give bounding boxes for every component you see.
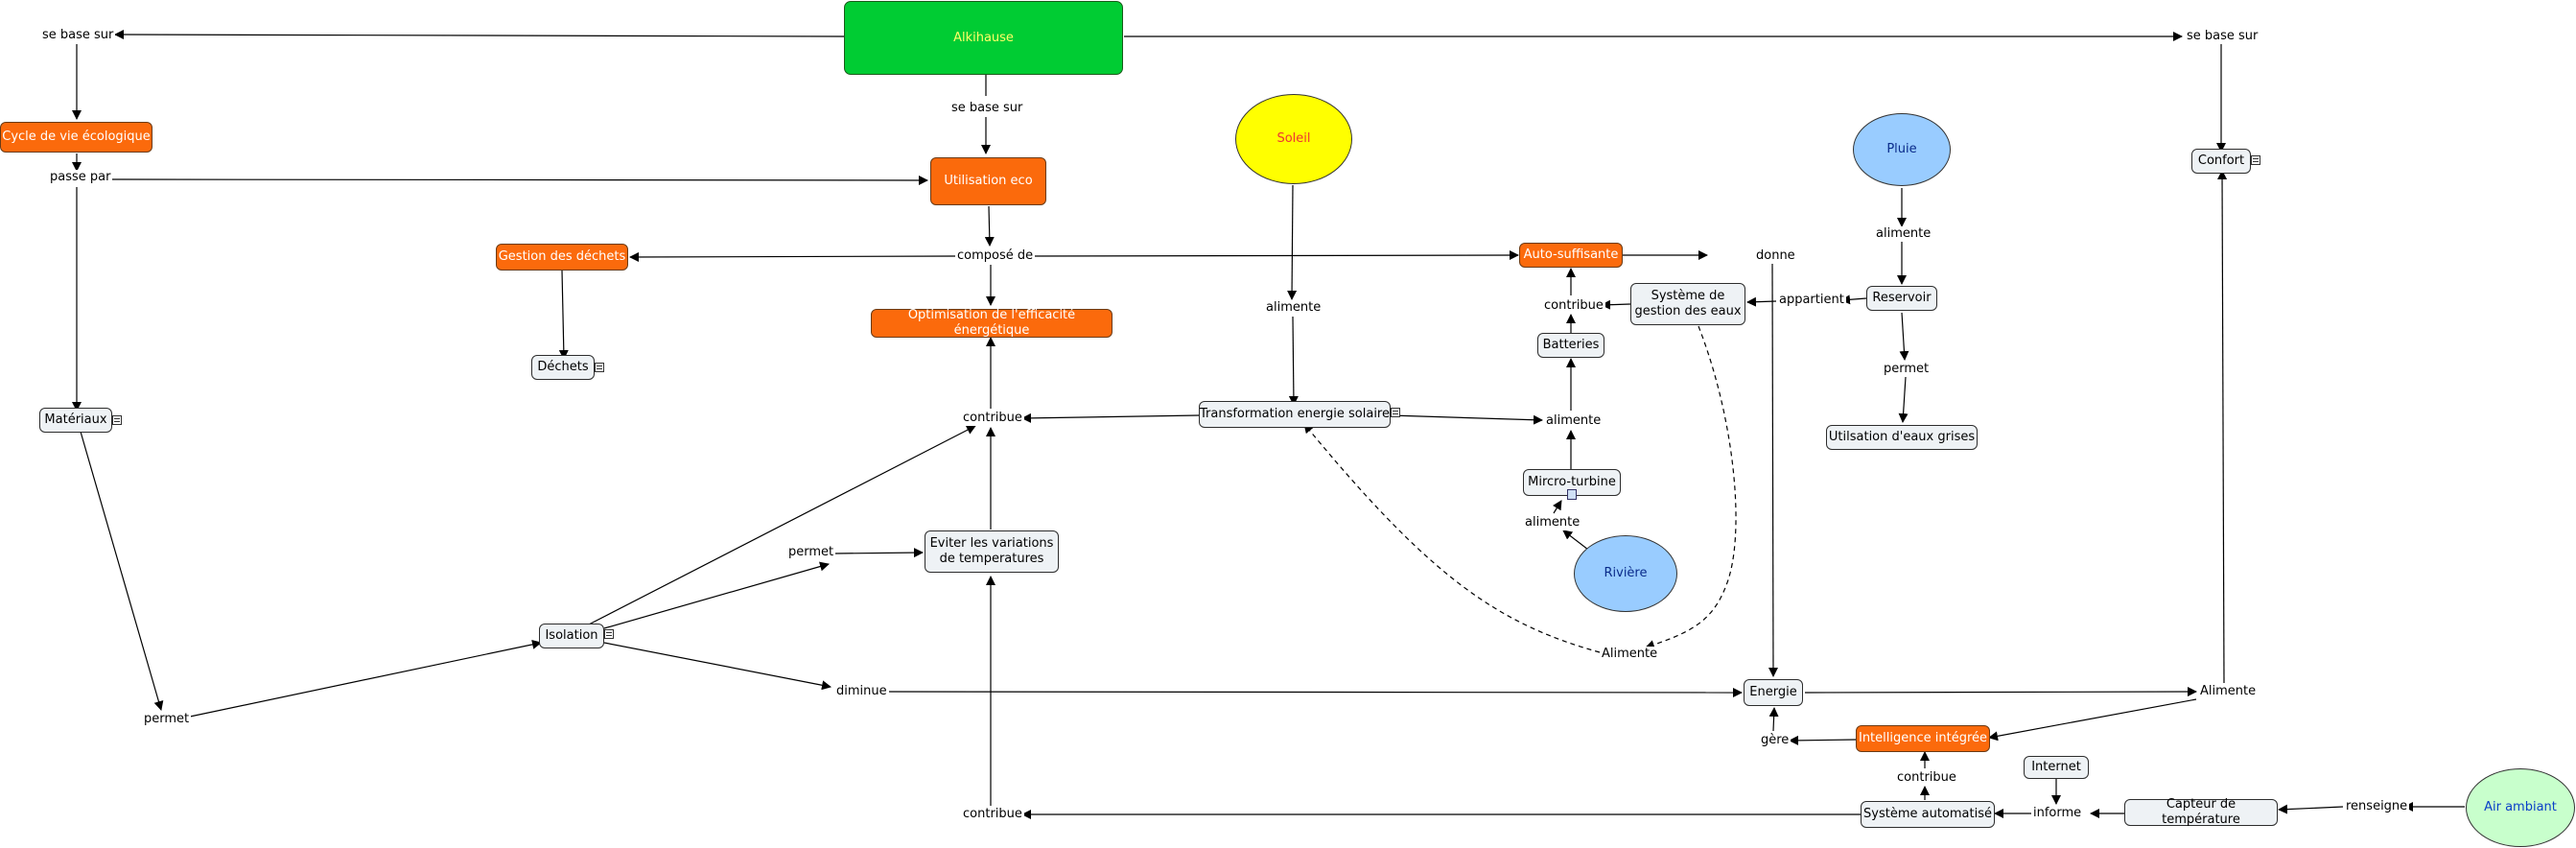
link-diminue[interactable]: diminue: [834, 684, 889, 699]
link-alimente-dashed[interactable]: Alimente: [1600, 647, 1660, 662]
link-contribue[interactable]: contribue: [961, 411, 1024, 426]
link-informe[interactable]: informe: [2031, 806, 2084, 821]
concept-pluie[interactable]: Pluie: [1853, 113, 1951, 186]
concept-transformation-solaire[interactable]: Transformation energie solaire: [1199, 401, 1391, 428]
link-alimente[interactable]: alimente: [1874, 226, 1933, 242]
link-appartient[interactable]: appartient: [1777, 293, 1846, 308]
concept-batteries[interactable]: Batteries: [1537, 333, 1604, 358]
link-alimente[interactable]: alimente: [1523, 515, 1582, 530]
concept-optimisation[interactable]: Optimisation de l'efficacité énergétique: [871, 308, 1112, 338]
link-alimente[interactable]: alimente: [1264, 300, 1323, 316]
document-icon[interactable]: [1567, 489, 1577, 500]
link-gere[interactable]: gère: [1759, 733, 1791, 748]
expand-icon[interactable]: [112, 415, 122, 425]
concept-confort[interactable]: Confort: [2191, 149, 2251, 174]
concept-air-ambiant[interactable]: Air ambiant: [2466, 768, 2575, 847]
link-permet[interactable]: permet: [786, 545, 836, 560]
concept-capteur-temperature[interactable]: Capteur de température: [2124, 797, 2278, 827]
expand-icon[interactable]: [2251, 155, 2260, 165]
concept-utilisation-eco[interactable]: Utilisation eco: [930, 157, 1046, 205]
link-se-base-sur[interactable]: se base sur: [40, 28, 116, 43]
concept-gestion-dechets[interactable]: Gestion des déchets: [496, 244, 628, 271]
link-permet[interactable]: permet: [1882, 362, 1932, 377]
link-permet[interactable]: permet: [142, 712, 192, 727]
link-contribue[interactable]: contribue: [1542, 298, 1605, 314]
concept-cycle-de-vie[interactable]: Cycle de vie écologique: [0, 122, 152, 153]
link-se-base-sur[interactable]: se base sur: [2185, 29, 2260, 44]
link-contribue[interactable]: contribue: [1895, 770, 1958, 786]
concept-isolation[interactable]: Isolation: [539, 624, 604, 648]
concept-soleil[interactable]: Soleil: [1235, 94, 1352, 184]
link-renseigne[interactable]: renseigne: [2344, 799, 2410, 814]
concept-systeme-gestion-eaux[interactable]: Système de gestion des eaux: [1630, 283, 1745, 325]
concept-dechets[interactable]: Déchets: [531, 355, 595, 380]
concept-systeme-automatise[interactable]: Système automatisé: [1861, 801, 1995, 828]
link-se-base-sur[interactable]: se base sur: [949, 101, 1025, 116]
concept-alkihause[interactable]: Alkihause: [844, 1, 1123, 75]
expand-icon[interactable]: [1391, 408, 1400, 417]
concept-riviere[interactable]: Rivière: [1574, 535, 1677, 612]
concept-reservoir[interactable]: Reservoir: [1866, 286, 1937, 311]
concept-eviter-variations[interactable]: Eviter les variations de temperatures: [925, 530, 1059, 573]
link-passe-par[interactable]: passe par: [48, 170, 113, 185]
link-donne[interactable]: donne: [1754, 248, 1797, 264]
concept-intelligence-integree[interactable]: Intelligence intégrée: [1856, 725, 1990, 752]
concept-internet[interactable]: Internet: [2024, 756, 2089, 779]
concept-energie[interactable]: Energie: [1744, 679, 1803, 706]
concept-auto-suffisante[interactable]: Auto-suffisante: [1519, 243, 1623, 268]
link-compose-de[interactable]: composé de: [955, 248, 1036, 264]
link-contribue[interactable]: contribue: [961, 807, 1024, 822]
expand-icon[interactable]: [595, 363, 604, 372]
concept-materiaux[interactable]: Matériaux: [39, 408, 112, 433]
link-alimente[interactable]: alimente: [1544, 413, 1604, 429]
concept-eaux-grises[interactable]: Utilsation d'eaux grises: [1826, 425, 1978, 450]
link-alimente[interactable]: Alimente: [2198, 684, 2259, 699]
expand-icon[interactable]: [604, 629, 614, 639]
